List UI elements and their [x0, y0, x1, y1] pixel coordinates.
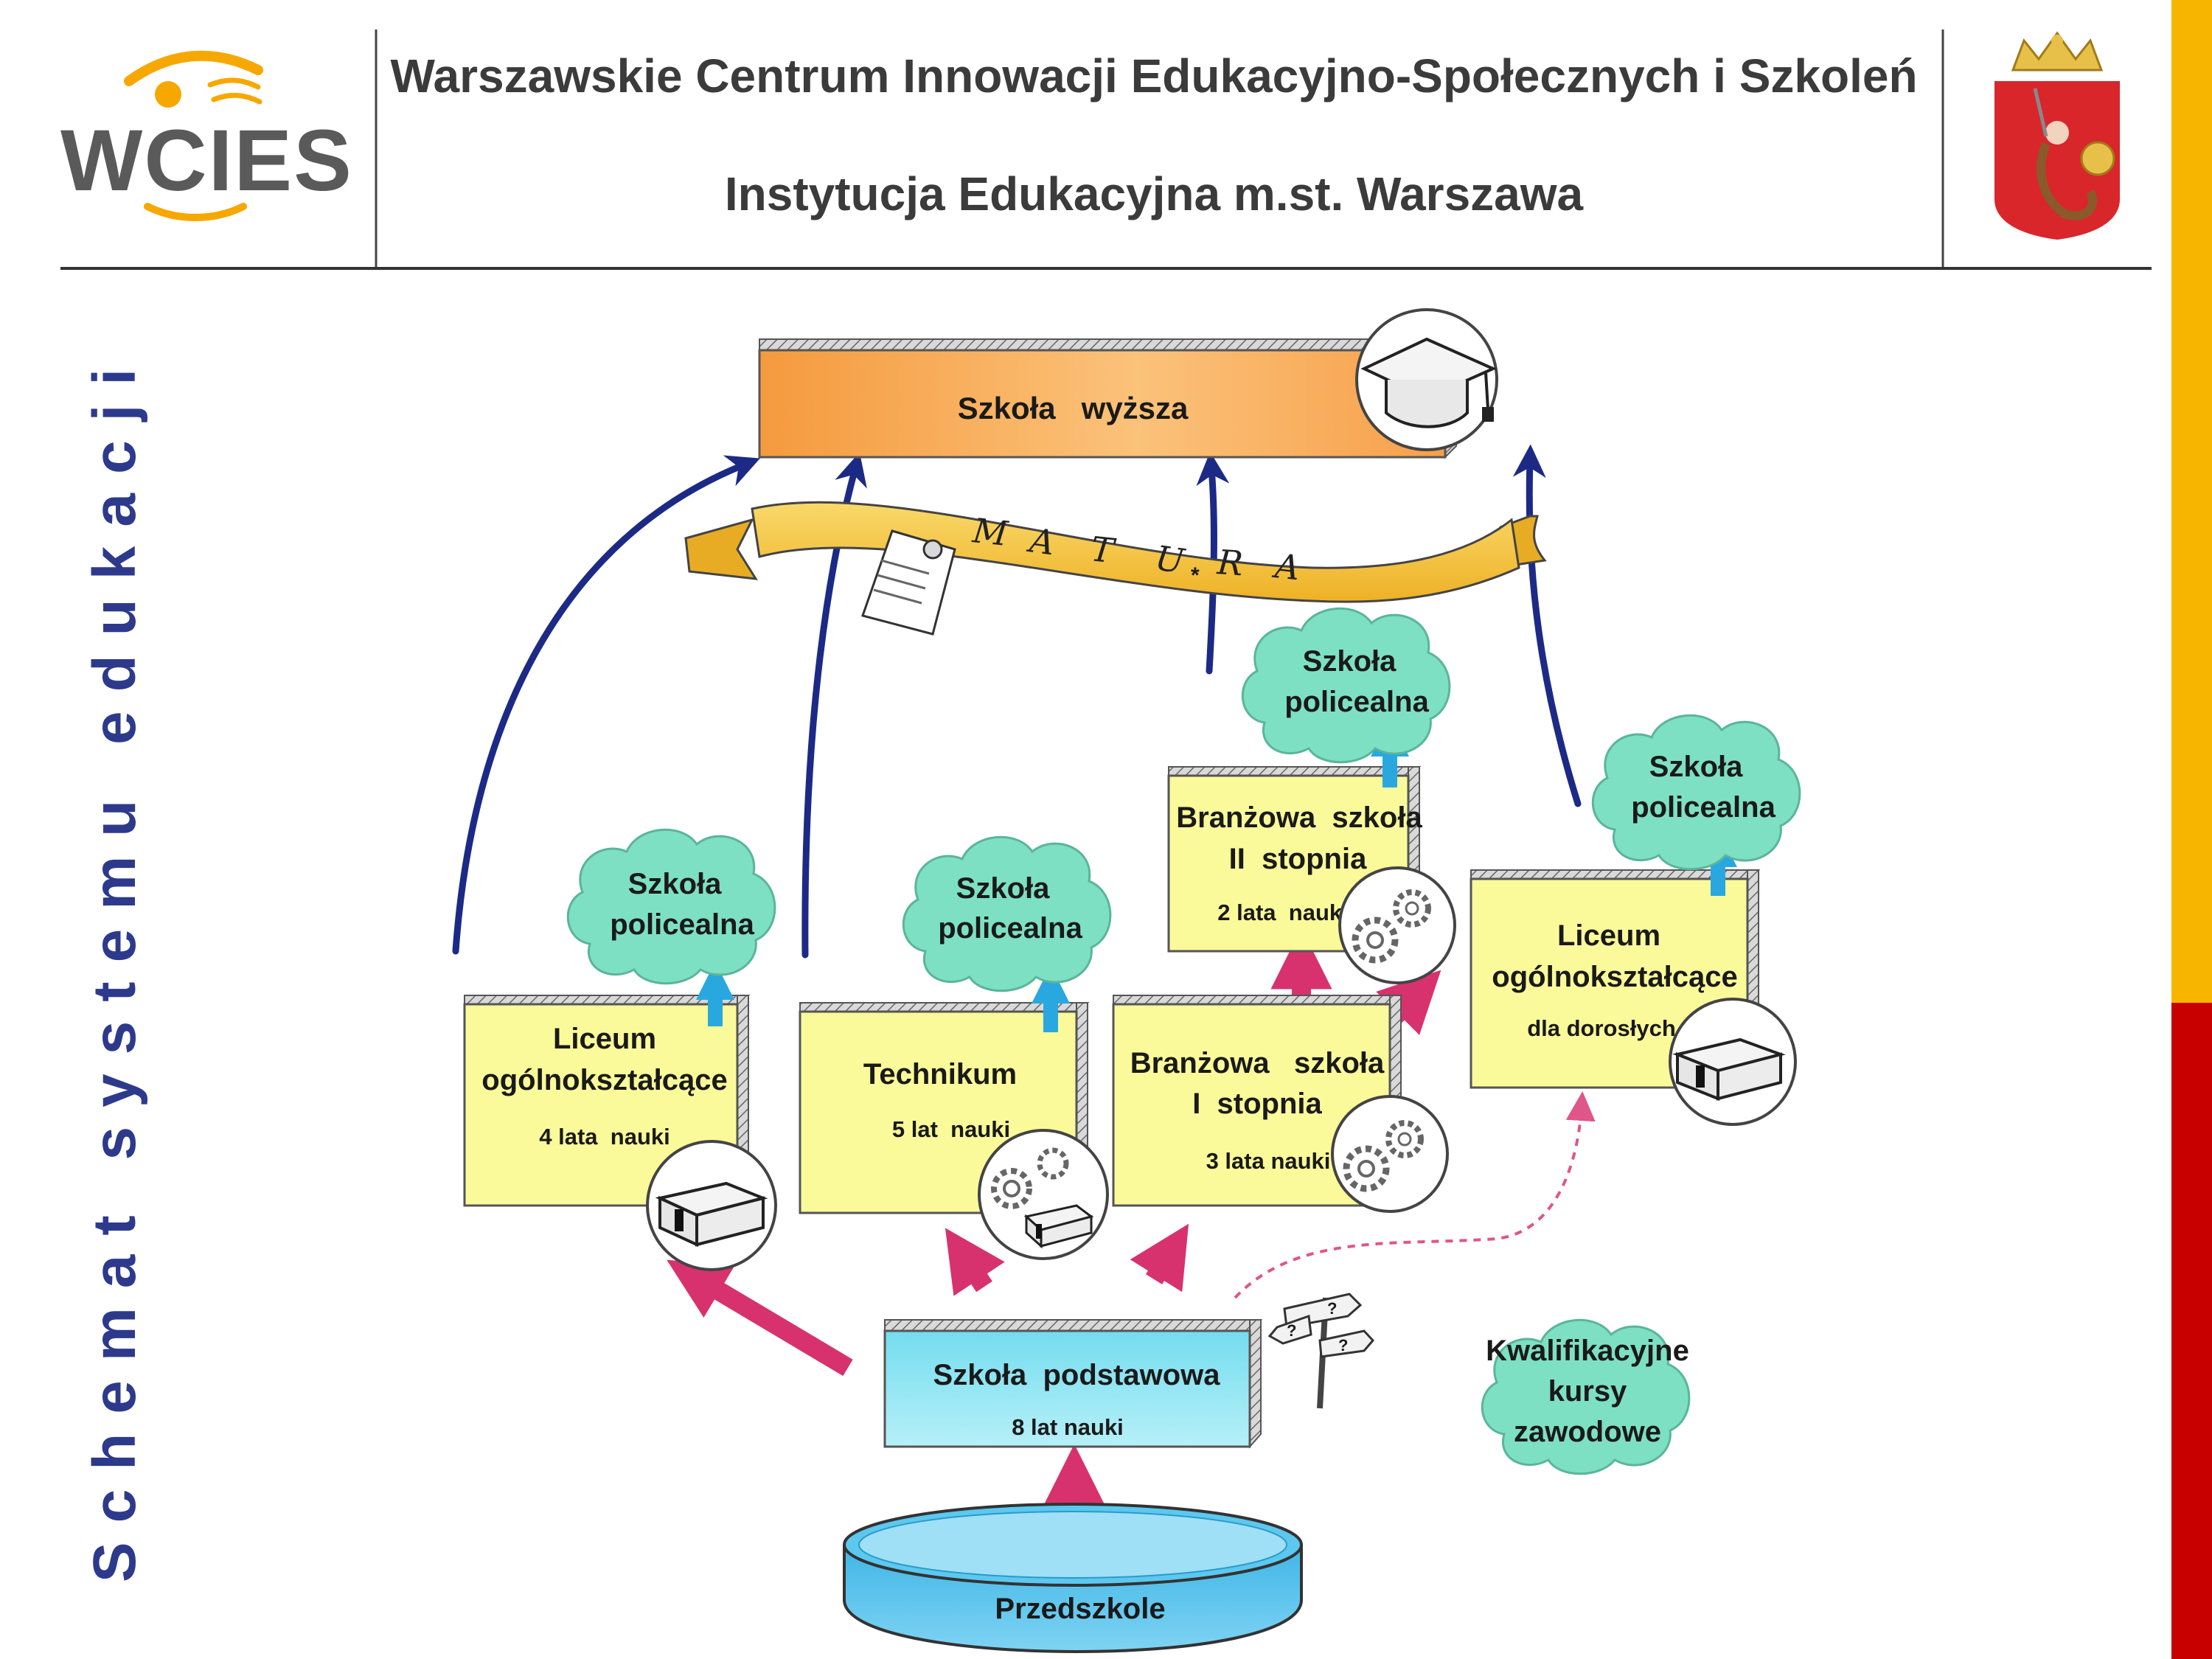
technikum-years: 5 lat nauki — [892, 1116, 1010, 1142]
primary-school-box: Szkoła podstawowa 8 lat nauki — [883, 1319, 1263, 1449]
matura-star: * — [1191, 563, 1200, 588]
matura-letter: R — [1215, 542, 1244, 583]
arrow-primary-to-branzowa1 — [1130, 1223, 1189, 1293]
wcies-logo: WCIES — [60, 50, 353, 221]
dashed-arrow-primary-to-liceum-adults — [1234, 1091, 1596, 1299]
cloud-label-line2: policealna — [610, 908, 754, 941]
certificate-icon — [861, 529, 956, 636]
liceum-line2: ogólnokształcące — [481, 1064, 727, 1096]
liceum-line1: Liceum — [553, 1023, 656, 1055]
logo-dot-icon — [155, 81, 181, 108]
branzowa1-box: Branżowa szkoła I stopnia 3 lata nauki — [1112, 995, 1403, 1208]
higher-school-label: Szkoła wyższa — [958, 391, 1189, 425]
technikum-line1: Technikum — [863, 1058, 1017, 1091]
cloud-label-line1: Szkoła — [628, 868, 722, 900]
cloud-policealna-technikum: Szkoła policealna — [902, 835, 1112, 992]
cloud-label-line2: policealna — [1284, 686, 1429, 718]
signpost-mark: ? — [1338, 1336, 1348, 1354]
cloud-label-line2: policealna — [938, 912, 1082, 945]
signpost-mark: ? — [1327, 1299, 1337, 1318]
branzowa2-line2: II stopnia — [1229, 843, 1367, 875]
arrow-primary-to-liceum — [667, 1259, 853, 1377]
branzowa1-line2: I stopnia — [1192, 1088, 1322, 1120]
book-icon — [646, 1140, 777, 1271]
branzowa1-years: 3 lata nauki — [1206, 1148, 1331, 1174]
book-icon — [1669, 998, 1797, 1126]
cloud-label-line1: Szkoła — [956, 872, 1050, 905]
gears-book-icon — [978, 1129, 1109, 1260]
gears-icon — [1338, 866, 1456, 984]
matura-letter: A — [1025, 520, 1057, 563]
cloud-policealna-branzowa2: Szkoła policealna — [1241, 607, 1451, 764]
branzowa2-line1: Branżowa szkoła — [1176, 801, 1422, 834]
primary-years: 8 lat nauki — [1012, 1414, 1124, 1440]
header: WCIES Warszawskie Centrum Innowacji Eduk… — [60, 29, 2152, 270]
branzowa2-box: Branżowa szkoła II stopnia 2 lata nauki — [1167, 766, 1422, 953]
arrow-liceum-adults-to-higher — [1512, 444, 1582, 807]
vertical-slide-title: Schemat systemu edukacji — [81, 349, 148, 1582]
cloud-label-line2: policealna — [1631, 791, 1775, 824]
gears-icon — [1331, 1095, 1449, 1213]
graduation-cap-icon — [1355, 308, 1498, 451]
arrow-liceum-to-higher — [452, 455, 760, 955]
liceum-adults-note: dla dorosłych — [1527, 1015, 1676, 1041]
signpost-mark: ? — [1287, 1321, 1296, 1340]
logo-swoosh-icon — [124, 50, 263, 86]
header-title-line1: Warszawskie Centrum Innowacji Edukacyjno… — [390, 49, 1917, 102]
logo-text: WCIES — [60, 112, 353, 209]
courses-line1: Kwalifikacyjne — [1486, 1335, 1689, 1367]
cloud-label-line1: Szkoła — [1303, 645, 1397, 678]
signpost-icon: ? ? ? — [1267, 1293, 1375, 1409]
higher-school-box: Szkoła wyższa — [758, 338, 1457, 459]
header-title-line2: Instytucja Edukacyjna m.st. Warszawa — [725, 167, 1584, 220]
cloud-label-line1: Szkoła — [1649, 751, 1743, 783]
primary-line1: Szkoła podstawowa — [933, 1359, 1221, 1391]
preschool-label: Przedszkole — [995, 1593, 1165, 1625]
branzowa2-years: 2 lata nauki — [1217, 900, 1348, 925]
liceum-years: 4 lata nauki — [539, 1124, 669, 1150]
matura-letter: M — [970, 510, 1011, 554]
cloud-qualification-courses: Kwalifikacyjne kursy zawodowe — [1481, 1318, 1691, 1475]
courses-line3: zawodowe — [1514, 1416, 1661, 1448]
cloud-policealna-liceum: Szkoła policealna — [566, 828, 776, 985]
branzowa1-line1: Branżowa szkoła — [1130, 1047, 1385, 1079]
cloud-policealna-liceum-adults: Szkoła policealna — [1591, 714, 1801, 871]
matura-letter: A — [1270, 546, 1302, 588]
side-stripe-yellow — [2171, 0, 2212, 1003]
warsaw-coat-of-arms-icon — [1994, 31, 2120, 240]
courses-line2: kursy — [1548, 1375, 1627, 1408]
side-stripe-red — [2171, 1003, 2212, 1659]
preschool-pool: Przedszkole — [843, 1503, 1303, 1654]
arrow-primary-to-technikum — [945, 1228, 1005, 1296]
liceum-adults-line1: Liceum — [1557, 919, 1660, 952]
liceum-adults-line2: ogólnokształcące — [1492, 961, 1737, 993]
